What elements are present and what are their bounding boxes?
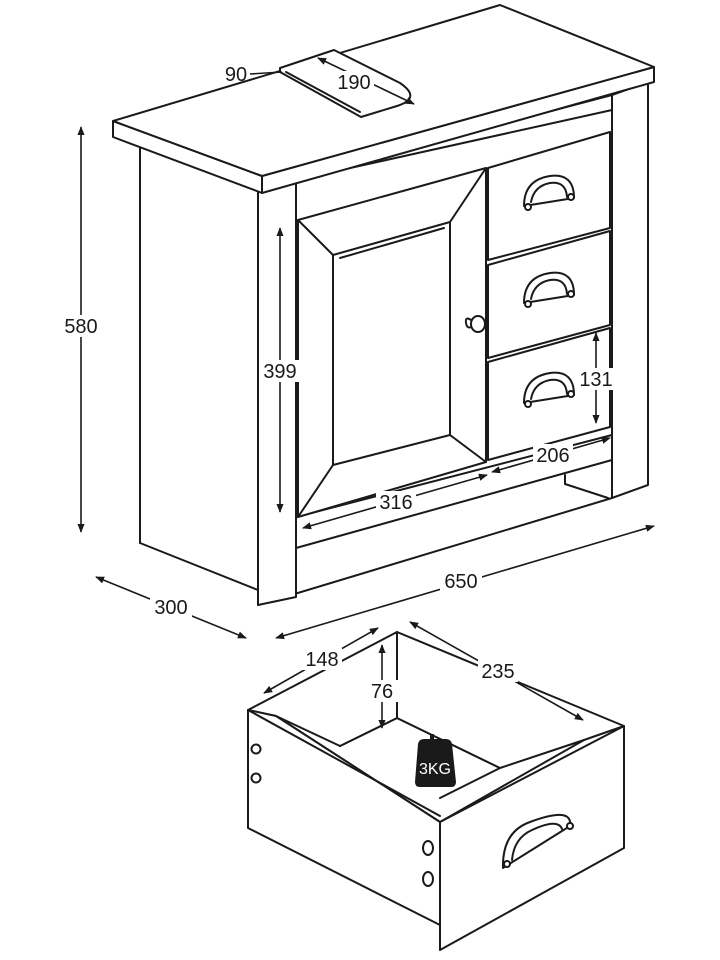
weight-icon: 3KG (415, 734, 456, 787)
cabinet-side-panel (139, 144, 259, 591)
door-knob (470, 315, 486, 333)
drawer-cup-handle (501, 814, 574, 869)
drawer-box-height-label: 76 (371, 681, 393, 703)
door-inner-panel (332, 221, 451, 466)
cup-handle-bottom (523, 371, 575, 408)
weight-label: 3KG (419, 761, 451, 778)
cup-handle-middle (523, 271, 575, 308)
door-height-label: 399 (263, 361, 296, 383)
cabinet-back-leg (611, 81, 649, 499)
dimension-labels: 580 300 650 90 190 399 316 206 131 148 2… (64, 64, 612, 703)
drawer-width-label: 206 (536, 445, 569, 467)
depth-label: 300 (154, 597, 187, 619)
drawer-box-depth-label: 235 (481, 661, 514, 683)
sink-depth-label: 90 (225, 64, 247, 86)
width-label: 650 (444, 571, 477, 593)
door-width-label: 316 (379, 492, 412, 514)
drawer-height-label: 131 (579, 369, 612, 391)
sink-width-label: 190 (337, 72, 370, 94)
dimension-lines (62, 57, 655, 729)
drawer-box-width-label: 148 (305, 649, 338, 671)
cabinet (112, 4, 655, 606)
height-label: 580 (64, 316, 97, 338)
cabinet-left-leg (257, 179, 297, 606)
cup-handle-top (523, 174, 575, 211)
drawer-box: 3KG (247, 631, 625, 951)
